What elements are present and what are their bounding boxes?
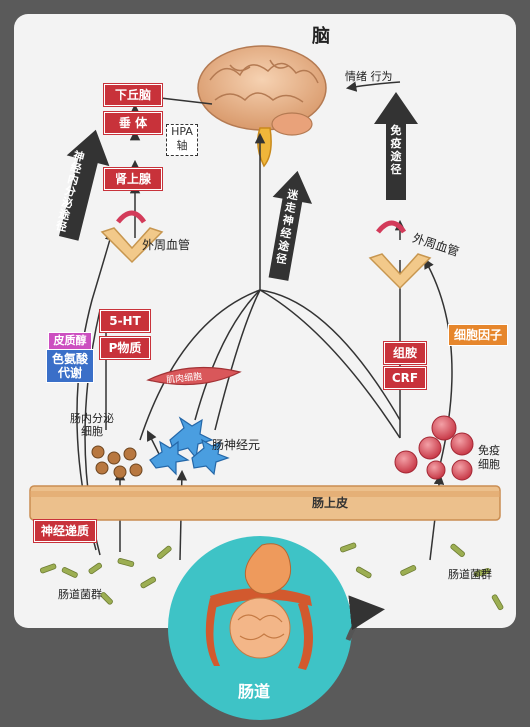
microbiota-left-label: 肠道菌群 [58, 588, 102, 601]
tryptophan-label: 色氨酸 [51, 352, 88, 366]
vagus-arrow [268, 170, 313, 281]
tryptophan-metabolism-label: 代谢 [57, 366, 82, 380]
brain-label: 脑 [312, 26, 330, 47]
enteric-neuron-illustration [149, 416, 230, 476]
hpa-axis-label: 轴 [176, 139, 188, 152]
muscle-cell-illustration [146, 366, 242, 386]
peripheral-vessel-right-icon [368, 220, 432, 290]
gut-label: 肠道 [238, 682, 271, 701]
enteroendocrine-cells [91, 445, 143, 479]
gut-illustration [168, 536, 385, 720]
enteroendocrine-label-line1: 肠内分泌 [70, 412, 114, 425]
immune-cell-label-line1: 免疫 [478, 444, 500, 457]
neurotransmitter-box: 神经递质 [34, 520, 96, 542]
emotion-behavior-label: 情绪 行为 [345, 70, 393, 83]
enteric-neuron-label: 肠神经元 [212, 438, 261, 452]
gut-microbiota [39, 542, 504, 611]
histamine-box: 组胺 [384, 342, 426, 364]
hypothalamus-box: 下丘脑 [104, 84, 162, 106]
intestinal-epithelium [29, 485, 501, 521]
pituitary-box: 垂 体 [104, 112, 162, 134]
immune-pathway-label: 免疫途径 [390, 124, 402, 176]
enteroendocrine-label: 肠内分泌 细胞 [70, 412, 114, 438]
cortisol-box: 皮质醇 [48, 332, 92, 350]
neuroendocrine-arrow [58, 129, 110, 241]
immune-cell-label-line2: 细胞 [478, 458, 500, 471]
immune-cell-label: 免疫 细胞 [478, 444, 500, 472]
hpa-axis-box: HPA 轴 [166, 124, 198, 156]
tryptophan-box: 色氨酸 代谢 [46, 349, 94, 383]
serotonin-box: 5-HT [100, 310, 150, 332]
microbiota-right-label: 肠道菌群 [448, 568, 492, 581]
brain-illustration [197, 45, 327, 168]
immune-arrow [374, 92, 418, 200]
adrenal-box: 肾上腺 [104, 168, 162, 190]
immune-cells-illustration [394, 415, 474, 481]
peripheral-vessel-left-label: 外周血管 [142, 238, 191, 252]
enteroendocrine-label-line2: 细胞 [81, 425, 103, 438]
epithelium-label: 肠上皮 [312, 496, 349, 510]
substance-p-box: P物质 [100, 337, 150, 359]
hpa-label: HPA [171, 125, 193, 138]
crf-box: CRF [384, 367, 426, 389]
cytokines-box: 细胞因子 [448, 324, 508, 346]
peripheral-vessel-left-icon [100, 210, 164, 264]
